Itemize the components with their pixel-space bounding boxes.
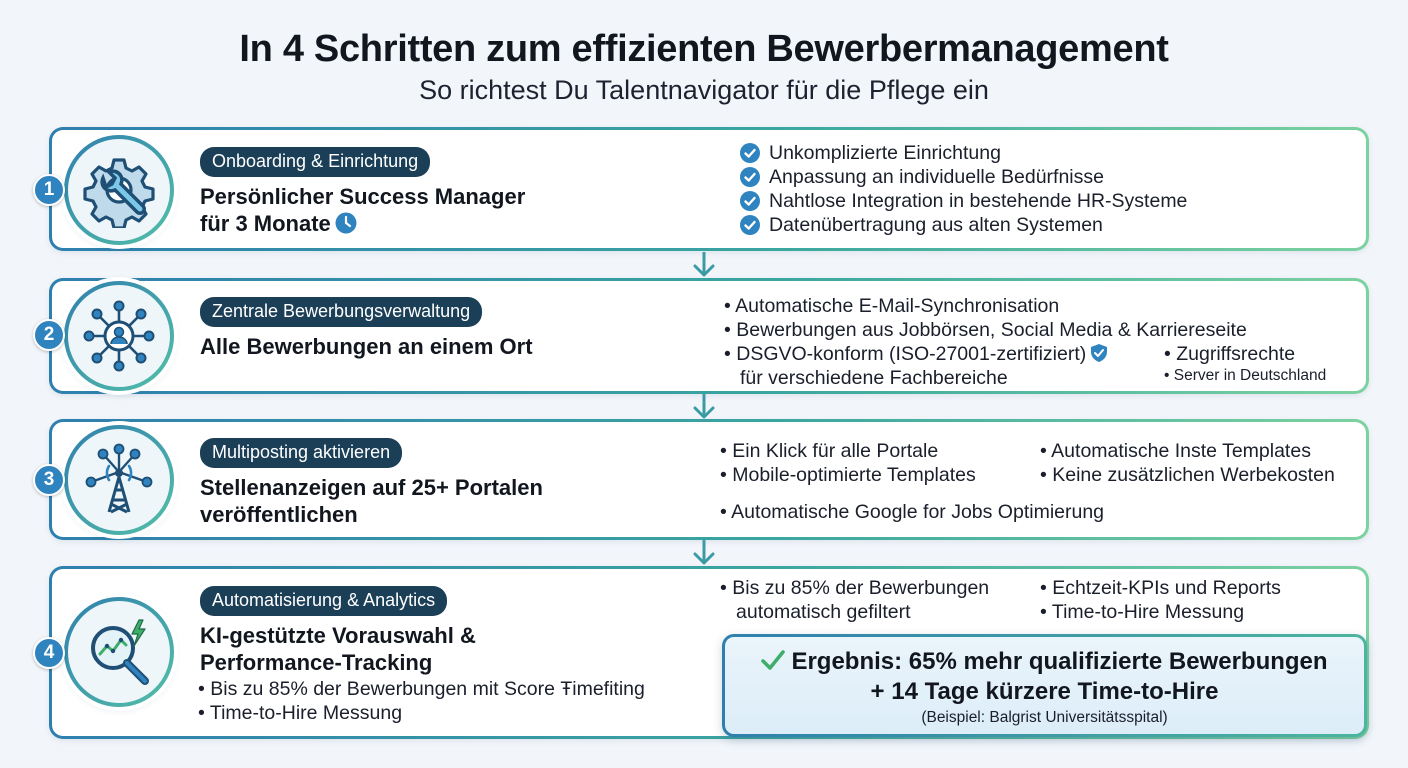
step-2-headline-line: Alle Bewerbungen an einem Ort xyxy=(200,334,533,359)
step-3-pill: Multiposting aktivieren xyxy=(200,438,403,468)
check-list-item: Nahtlose Integration in bestehende HR-Sy… xyxy=(740,189,1187,213)
arrow-down-icon xyxy=(693,394,715,419)
step-4-headline-line: KI-gestützte Vorauswahl & xyxy=(200,623,476,648)
step-3-headline: Stellenanzeigen auf 25+ Portalen veröffe… xyxy=(200,474,543,528)
step-number-2: 2 xyxy=(33,319,65,351)
check-list-text: Anpassung an individuelle Bedürfnisse xyxy=(769,166,1104,188)
page-subtitle: So richtest Du Talentnavigator für die P… xyxy=(419,75,989,105)
bullet-item: • Bis zu 85% der Bewerbungen xyxy=(720,577,990,599)
check-circle-icon xyxy=(740,167,760,187)
step-3-icon-circle xyxy=(64,425,174,535)
bullet-item: • Keine zusätzlichen Werbekosten xyxy=(1040,464,1335,486)
step-1-checklist: Unkomplizierte Einrichtung Anpassung an … xyxy=(740,141,1187,237)
step-2-headline: Alle Bewerbungen an einem Ort xyxy=(200,333,533,360)
gear-wrench-icon xyxy=(83,158,155,228)
step-1-headline-line: Persönlicher Success Manager xyxy=(200,184,526,209)
step-4-headline: KI-gestützte Vorauswahl & Performance-Tr… xyxy=(200,622,476,676)
result-headline-text: Ergebnis: 65% mehr qualifizierte Bewerbu… xyxy=(791,648,1328,675)
step-3-headline-line: veröffentlichen xyxy=(200,502,358,527)
bullet-item: • Mobile-optimierte Templates xyxy=(720,464,976,486)
check-list-text: Unkomplizierte Einrichtung xyxy=(769,142,1001,164)
step-4-icon-circle xyxy=(64,597,174,707)
step-3-headline-line: Stellenanzeigen auf 25+ Portalen xyxy=(200,475,543,500)
result-note: (Beispiel: Balgrist Universitätsspital) xyxy=(921,709,1168,726)
check-list-text: Datenübertragung aus alten Systemen xyxy=(769,214,1103,236)
bullet-item: automatisch gefiltert xyxy=(736,601,911,623)
bullet-item: • Bewerbungen aus Jobbörsen, Social Medi… xyxy=(724,319,1247,341)
step-1-headline: Persönlicher Success Manager für 3 Monat… xyxy=(200,183,525,237)
step-2-icon-circle xyxy=(64,281,174,391)
step-4-pill: Automatisierung & Analytics xyxy=(200,586,448,616)
shield-check-icon xyxy=(1091,344,1108,362)
clock-icon xyxy=(335,212,357,234)
result-box: Ergebnis: 65% mehr qualifizierte Bewerbu… xyxy=(722,634,1367,737)
bullet-item: • Time-to-Hire Messung xyxy=(1040,601,1245,623)
step-4-bullets-left: • Bis zu 85% der Bewerbungen automatisch… xyxy=(720,576,989,624)
step-number-1: 1 xyxy=(33,174,65,206)
bullet-item: • Automatische Inste Templates xyxy=(1040,440,1311,462)
bullet-item: • Ein Klick für alle Portale xyxy=(720,440,939,462)
check-circle-icon xyxy=(740,215,760,235)
check-list-item: Datenübertragung aus alten Systemen xyxy=(740,213,1187,237)
step-number-4: 4 xyxy=(33,637,65,669)
step-3-bullet-bottom: • Automatische Google for Jobs Optimieru… xyxy=(720,501,1105,523)
step-2-pill: Zentrale Bewerbungsverwaltung xyxy=(200,297,483,327)
bullet-item: • Bis zu 85% der Bewerbungen mit Score Ŧ… xyxy=(198,678,645,700)
network-user-icon xyxy=(83,300,155,372)
broadcast-tower-icon xyxy=(85,443,153,514)
result-subline: + 14 Tage kürzere Time-to-Hire xyxy=(870,678,1219,705)
bullet-item: • Echtzeit-KPIs und Reports xyxy=(1040,577,1281,599)
check-list-text: Nahtlose Integration in bestehende HR-Sy… xyxy=(769,190,1188,212)
step-3-bullets-left: • Ein Klick für alle Portale • Mobile-op… xyxy=(720,439,976,487)
bullet-item: • Automatische E-Mail-Synchronisation xyxy=(724,295,1060,317)
arrow-down-icon xyxy=(693,540,715,565)
bullet-item: • Time-to-Hire Messung xyxy=(198,702,403,724)
step-2-side-bullet: • Server in Deutschland xyxy=(1164,367,1327,384)
step-1-headline-text: für 3 Monate xyxy=(200,211,331,236)
step-1-icon-circle xyxy=(64,135,174,245)
arrow-down-icon xyxy=(693,252,715,277)
step-2-bullets: • Automatische E-Mail-Synchronisation • … xyxy=(724,294,1247,390)
check-circle-icon xyxy=(740,143,760,163)
step-4-bullets-below: • Bis zu 85% der Bewerbungen mit Score Ŧ… xyxy=(198,677,645,725)
step-2-side-bullet: • Zugriffsrechte xyxy=(1164,343,1296,365)
result-headline: Ergebnis: 65% mehr qualifizierte Bewerbu… xyxy=(725,647,1364,677)
bullet-item: • DSGVO-konform (ISO-27001-zertifiziert) xyxy=(724,342,1247,366)
page-title: In 4 Schritten zum effizienten Bewerberm… xyxy=(239,28,1169,70)
step-4-bullets-right: • Echtzeit-KPIs und Reports • Time-to-Hi… xyxy=(1040,576,1281,624)
checkmark-icon xyxy=(761,650,786,670)
step-1-headline-line: für 3 Monate xyxy=(200,210,525,237)
bullet-item: für verschiedene Fachbereiche xyxy=(740,367,1008,389)
check-list-item: Anpassung an individuelle Bedürfnisse xyxy=(740,165,1187,189)
step-4-headline-line: Performance-Tracking xyxy=(200,650,433,675)
check-circle-icon xyxy=(740,191,760,211)
bullet-text: • DSGVO-konform (ISO-27001-zertifiziert) xyxy=(724,343,1087,365)
check-list-item: Unkomplizierte Einrichtung xyxy=(740,141,1187,165)
step-3-bullets-right: • Automatische Inste Templates • Keine z… xyxy=(1040,439,1335,487)
analytics-magnifier-icon xyxy=(91,619,149,685)
step-1-pill: Onboarding & Einrichtung xyxy=(200,147,431,177)
step-number-3: 3 xyxy=(33,464,65,496)
